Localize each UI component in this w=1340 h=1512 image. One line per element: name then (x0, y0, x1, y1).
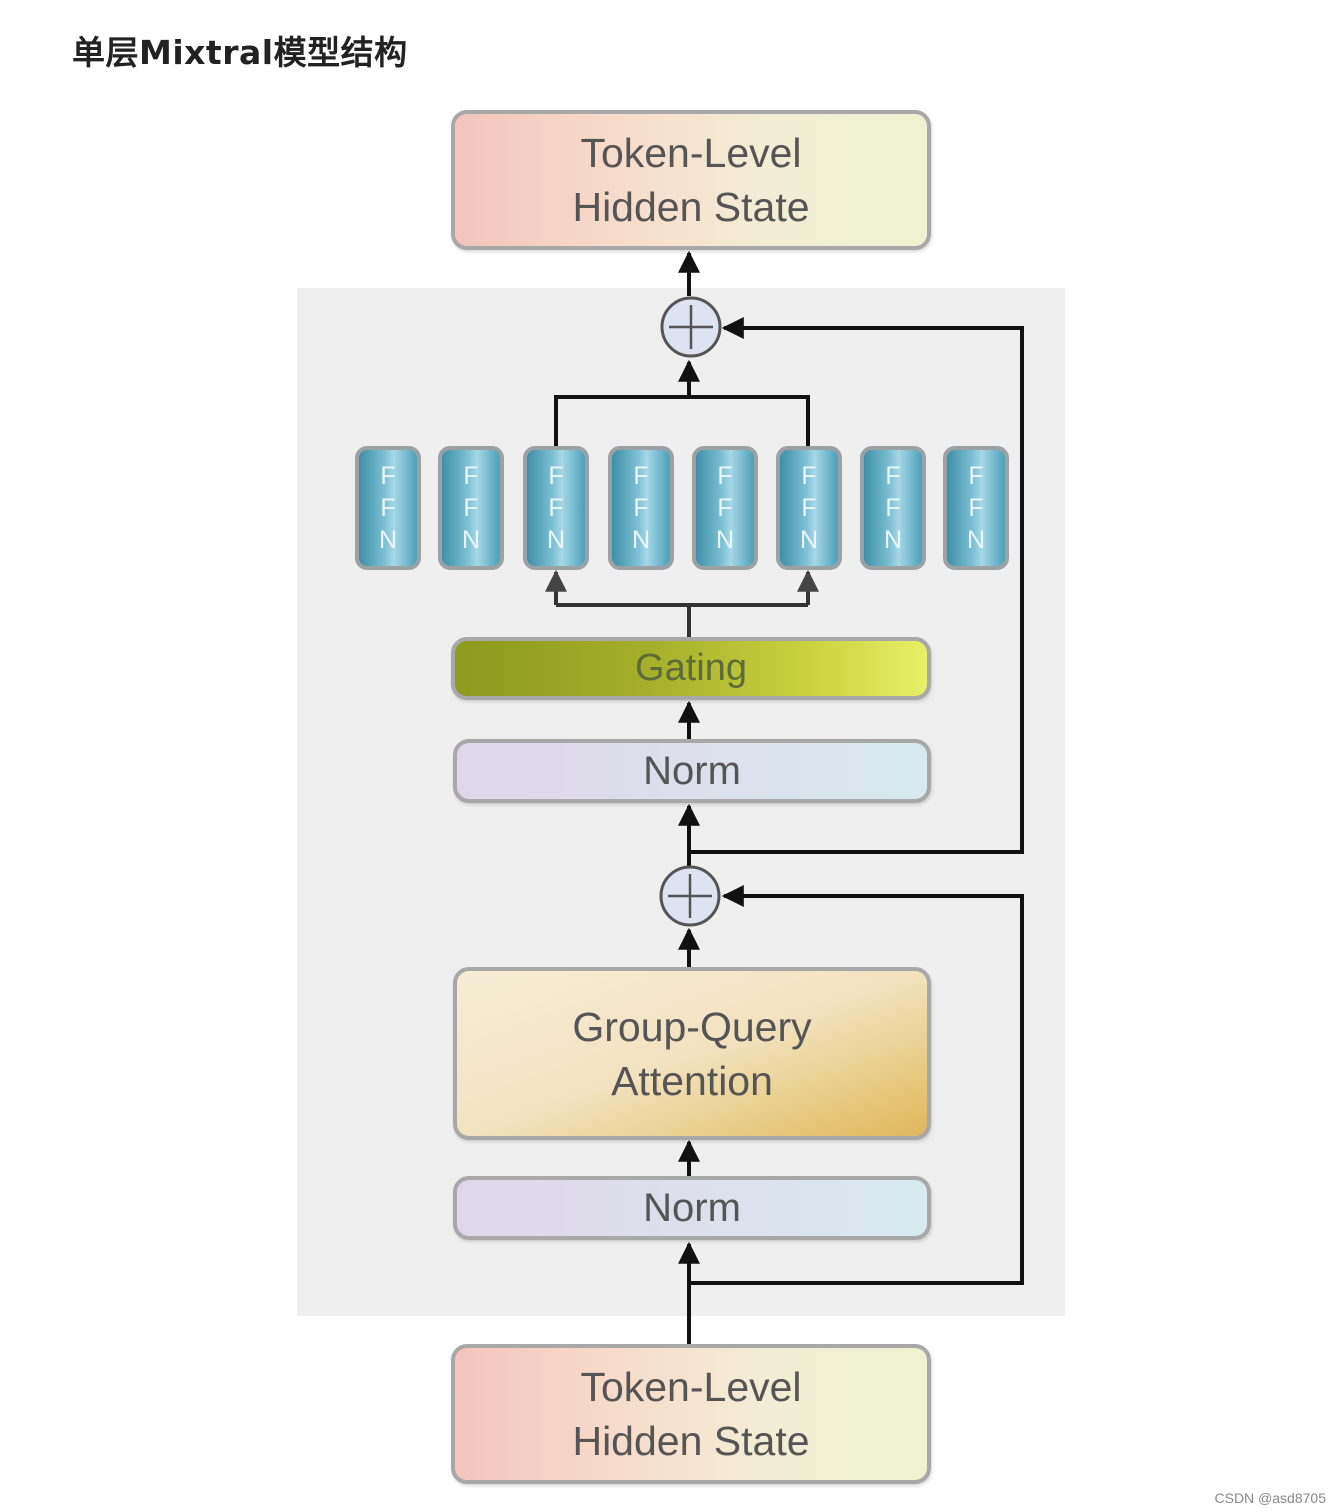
plus-icon (668, 874, 712, 918)
ffn-expert-letter: F (801, 462, 817, 490)
attention-line1: Group-Query (572, 1003, 812, 1050)
ffn-expert-letter: F (885, 494, 901, 522)
residual-connection-lower (689, 885, 1024, 1285)
input-hidden-state-box: Token-Level Hidden State (451, 1344, 931, 1484)
ffn-expert-letter: F (968, 462, 984, 490)
gating-box: Gating (451, 637, 931, 700)
norm-box-upper: Norm (453, 739, 931, 803)
norm-upper-label: Norm (643, 748, 741, 793)
attention-line2: Attention (611, 1057, 773, 1104)
ffn-expert-letter: F (717, 462, 733, 490)
watermark: CSDN @asd8705 (1214, 1490, 1327, 1506)
ffn-expert-letter: N (966, 526, 986, 554)
ffn-expert-letter: F (717, 494, 733, 522)
ffn-expert-letter: F (463, 462, 479, 490)
ffn-expert-letter: N (883, 526, 903, 554)
norm-box-lower: Norm (453, 1176, 931, 1240)
ffn-expert-letter: N (799, 526, 819, 554)
residual-add-upper (660, 296, 722, 358)
ffn-expert-letter: F (801, 494, 817, 522)
norm-lower-label: Norm (643, 1185, 741, 1230)
plus-icon (669, 305, 713, 349)
ffn-expert-letter: F (380, 494, 396, 522)
expert-merge-line (554, 395, 810, 446)
ffn-expert-letter: N (546, 526, 566, 554)
ffn-expert-letter: F (885, 462, 901, 490)
input-hidden-state-line1: Token-Level (580, 1364, 802, 1410)
ffn-expert-letter: F (968, 494, 984, 522)
ffn-expert-letter: F (633, 462, 649, 490)
output-hidden-state-box: Token-Level Hidden State (451, 110, 931, 250)
residual-connection-upper (689, 317, 1024, 854)
group-query-attention-box: Group-Query Attention (453, 967, 931, 1140)
ffn-expert-letter: F (548, 462, 564, 490)
ffn-expert-letter: N (378, 526, 398, 554)
diagram-heading: 单层Mixtral模型结构 (72, 33, 408, 72)
gating-label: Gating (635, 647, 747, 689)
ffn-expert-letter: F (548, 494, 564, 522)
residual-add-lower (659, 865, 721, 927)
ffn-expert-letter: N (631, 526, 651, 554)
ffn-expert-letter: N (715, 526, 735, 554)
ffn-expert-letter: F (380, 462, 396, 490)
output-hidden-state-line2: Hidden State (572, 184, 810, 230)
input-hidden-state-line2: Hidden State (572, 1418, 810, 1464)
ffn-expert-letter: F (463, 494, 479, 522)
ffn-expert-letter: F (633, 494, 649, 522)
ffn-expert-letter: N (461, 526, 481, 554)
output-hidden-state-line1: Token-Level (580, 130, 802, 176)
